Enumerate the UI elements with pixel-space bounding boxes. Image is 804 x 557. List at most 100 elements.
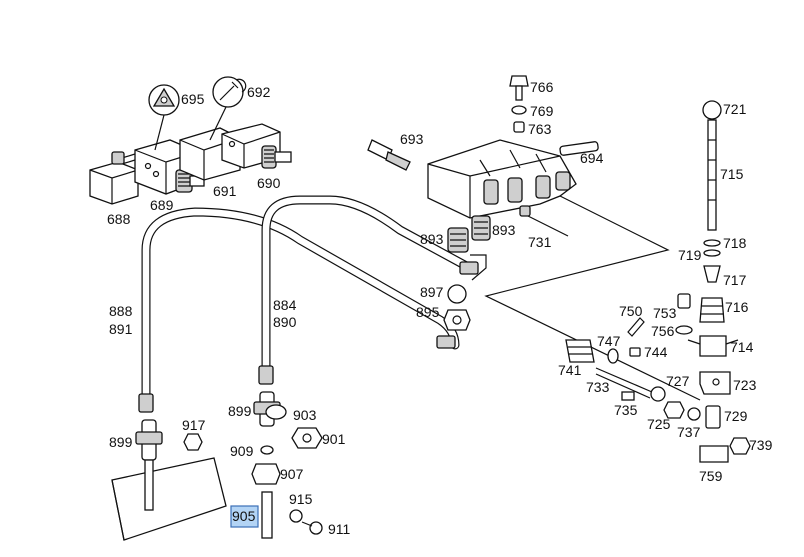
label-915: 915	[289, 491, 313, 507]
nut-725[interactable]	[663, 401, 685, 419]
nut-897[interactable]	[447, 284, 467, 304]
nut-907[interactable]	[251, 463, 281, 485]
nut-744[interactable]	[629, 347, 641, 357]
label-688: 688	[107, 211, 131, 227]
label-897: 897	[420, 284, 444, 300]
nut-895[interactable]	[443, 309, 471, 331]
label-901: 901	[322, 431, 346, 447]
label-733: 733	[586, 379, 610, 395]
valve-body-690[interactable]	[179, 123, 292, 181]
label-899b: 899	[228, 403, 252, 419]
label-899a: 899	[109, 434, 133, 450]
stud-694[interactable]	[559, 141, 599, 156]
nut-901[interactable]	[291, 427, 323, 449]
ring-909[interactable]	[260, 445, 274, 455]
tee-899-left[interactable]	[135, 419, 163, 511]
label-888: 888	[109, 303, 133, 319]
label-763: 763	[528, 121, 552, 137]
label-884: 884	[273, 297, 297, 313]
label-727: 727	[666, 373, 690, 389]
label-716: 716	[725, 299, 749, 315]
bushing-717[interactable]	[703, 265, 721, 283]
nut-739[interactable]	[729, 437, 751, 455]
label-725: 725	[647, 416, 671, 432]
bolt-766[interactable]	[509, 75, 529, 101]
label-903: 903	[293, 407, 317, 423]
label-693: 693	[400, 131, 424, 147]
pipe-888-891[interactable]	[141, 207, 460, 403]
pull-rod-731[interactable]	[519, 205, 569, 237]
label-890: 890	[273, 314, 297, 330]
label-723: 723	[733, 377, 757, 393]
washer-747[interactable]	[607, 348, 619, 364]
fitting-693[interactable]	[367, 139, 411, 171]
control-valve-block[interactable]	[427, 139, 577, 219]
label-917: 917	[182, 417, 206, 433]
label-911: 911	[328, 521, 351, 537]
clamp-729[interactable]	[705, 405, 721, 429]
label-729: 729	[724, 408, 748, 424]
label-715: 715	[720, 166, 744, 182]
bracket-714[interactable]	[687, 335, 739, 357]
label-747: 747	[597, 333, 621, 349]
nut-917[interactable]	[183, 433, 203, 451]
block-735[interactable]	[621, 391, 635, 401]
label-766: 766	[530, 79, 554, 95]
label-694: 694	[580, 150, 604, 166]
bolt-753[interactable]	[677, 293, 691, 309]
label-689: 689	[150, 197, 174, 213]
fitting-691[interactable]	[175, 169, 205, 193]
washer-756[interactable]	[675, 325, 693, 335]
label-891: 891	[109, 321, 133, 337]
seal-763[interactable]	[513, 121, 525, 133]
highlight-box-905[interactable]	[230, 505, 259, 528]
label-692: 692	[247, 84, 271, 100]
label-737: 737	[677, 424, 701, 440]
boot-741[interactable]	[565, 339, 595, 363]
label-893a: 893	[420, 231, 444, 247]
label-750: 750	[619, 303, 643, 319]
label-907: 907	[280, 466, 304, 482]
cotter-pin-750[interactable]	[627, 317, 645, 337]
rod-733[interactable]	[595, 367, 653, 399]
connectors-893[interactable]	[447, 215, 491, 253]
wrench-tool-692[interactable]	[209, 76, 247, 141]
washer-915[interactable]	[289, 509, 303, 523]
rings-718-719[interactable]	[703, 239, 721, 257]
pipe-end-fittings	[138, 254, 487, 413]
label-756: 756	[651, 323, 675, 339]
label-719: 719	[678, 247, 702, 263]
label-739: 739	[749, 437, 773, 453]
label-744: 744	[644, 344, 668, 360]
socket-tool-695[interactable]	[148, 84, 180, 151]
label-695: 695	[181, 91, 205, 107]
pin-905[interactable]	[261, 491, 273, 539]
label-721: 721	[723, 101, 747, 117]
label-691: 691	[213, 183, 237, 199]
label-690: 690	[257, 175, 281, 191]
joint-727[interactable]	[650, 386, 666, 402]
bracket-723[interactable]	[699, 371, 731, 395]
washer-737[interactable]	[687, 407, 701, 421]
label-731: 731	[528, 234, 552, 250]
pedal-plate[interactable]	[111, 457, 227, 541]
label-769: 769	[530, 103, 554, 119]
label-735: 735	[614, 402, 638, 418]
block-688[interactable]	[89, 161, 139, 205]
label-741: 741	[558, 362, 582, 378]
leader-lines-right	[484, 195, 701, 401]
label-895: 895	[416, 304, 440, 320]
label-753: 753	[653, 305, 677, 321]
pipe-884-890[interactable]	[261, 195, 475, 375]
washer-769[interactable]	[511, 105, 527, 115]
label-905[interactable]: 905	[232, 508, 256, 524]
label-909: 909	[230, 443, 254, 459]
bracket-759[interactable]	[699, 445, 729, 463]
boot-716[interactable]	[699, 297, 725, 323]
label-718: 718	[723, 235, 747, 251]
nut-903[interactable]	[265, 404, 287, 420]
screw-911[interactable]	[301, 521, 323, 535]
label-759: 759	[699, 468, 723, 484]
knob-721[interactable]	[702, 100, 722, 231]
